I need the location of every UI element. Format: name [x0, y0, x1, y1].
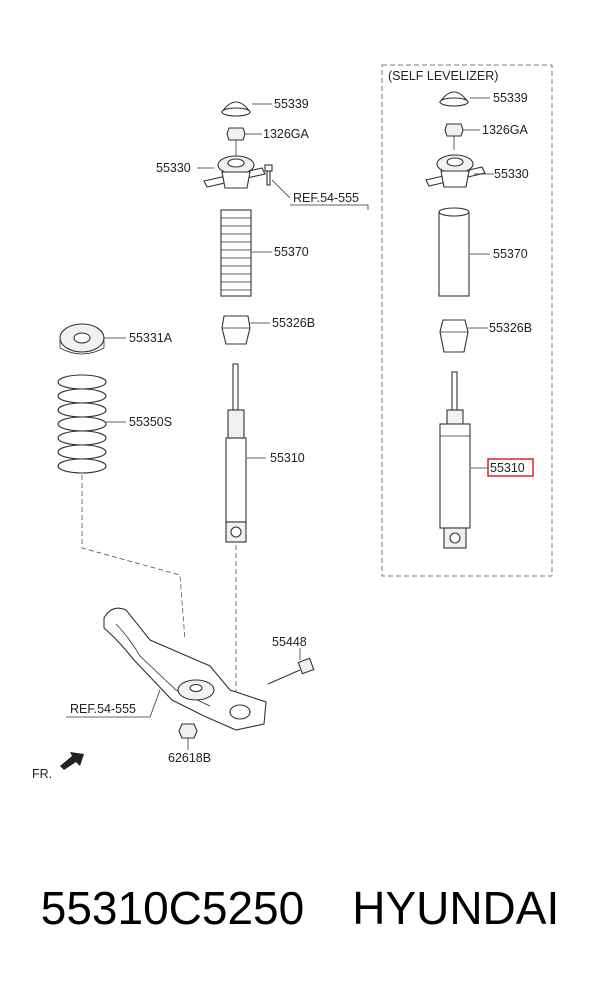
- label-55370: 55370: [274, 245, 309, 259]
- label-62618b: 62618B: [168, 751, 211, 765]
- part-55326b-bumper: [221, 315, 251, 345]
- ref-label-top: REF.54-555: [293, 191, 359, 205]
- label-55331a: 55331A: [129, 331, 173, 345]
- part-1326ga-nut: [226, 127, 246, 156]
- part-lower-control-arm: [103, 607, 267, 731]
- part-55310-shock-right: [439, 371, 471, 549]
- part-55326b-bumper-right: [439, 319, 469, 353]
- part-55370-cover-right: [438, 207, 470, 297]
- part-55448-bolt: [267, 657, 315, 685]
- self-levelizer-box: [381, 64, 553, 577]
- front-arrow-icon: [60, 752, 84, 770]
- part-62618b-nut: [178, 723, 198, 739]
- label-55370-right: 55370: [493, 247, 528, 261]
- part-55331a-spring-pad: [59, 323, 105, 355]
- label-55326b-right: 55326B: [489, 321, 532, 335]
- part-1326ga-nut-right: [444, 123, 464, 150]
- parts-diagram: (SELF LEVELIZER) 55339 1326GA 55330 REF.…: [32, 64, 553, 781]
- label-1326ga: 1326GA: [263, 127, 310, 141]
- footer-brand: HYUNDAI: [352, 882, 560, 934]
- part-55310-shock-left: [225, 363, 247, 543]
- label-55339: 55339: [274, 97, 309, 111]
- part-55370-boot: [220, 209, 252, 297]
- part-55350s-coil-spring: [57, 374, 107, 474]
- highlight-box-55310: [487, 458, 534, 477]
- label-55339-right: 55339: [493, 91, 528, 105]
- part-small-bolt: [264, 164, 273, 186]
- self-levelizer-title: (SELF LEVELIZER): [388, 69, 498, 83]
- label-55330: 55330: [156, 161, 191, 175]
- part-55339-cap: [220, 101, 252, 117]
- label-1326ga-right: 1326GA: [482, 123, 529, 137]
- part-55330-mount-right: [425, 154, 486, 188]
- part-55339-cap-right: [438, 91, 470, 107]
- front-label: FR.: [32, 767, 52, 781]
- label-55310-right: 55310: [490, 461, 525, 475]
- label-55310-left: 55310: [270, 451, 305, 465]
- footer: 55310C5250 HYUNDAI: [0, 868, 600, 948]
- label-55326b: 55326B: [272, 316, 315, 330]
- ref-label-bottom: REF.54-555: [70, 702, 136, 716]
- part-55330-mount: [203, 155, 266, 189]
- label-55330-right: 55330: [494, 167, 529, 181]
- label-55350s: 55350S: [129, 415, 172, 429]
- label-55448: 55448: [272, 635, 307, 649]
- footer-part-number: 55310C5250: [40, 882, 305, 934]
